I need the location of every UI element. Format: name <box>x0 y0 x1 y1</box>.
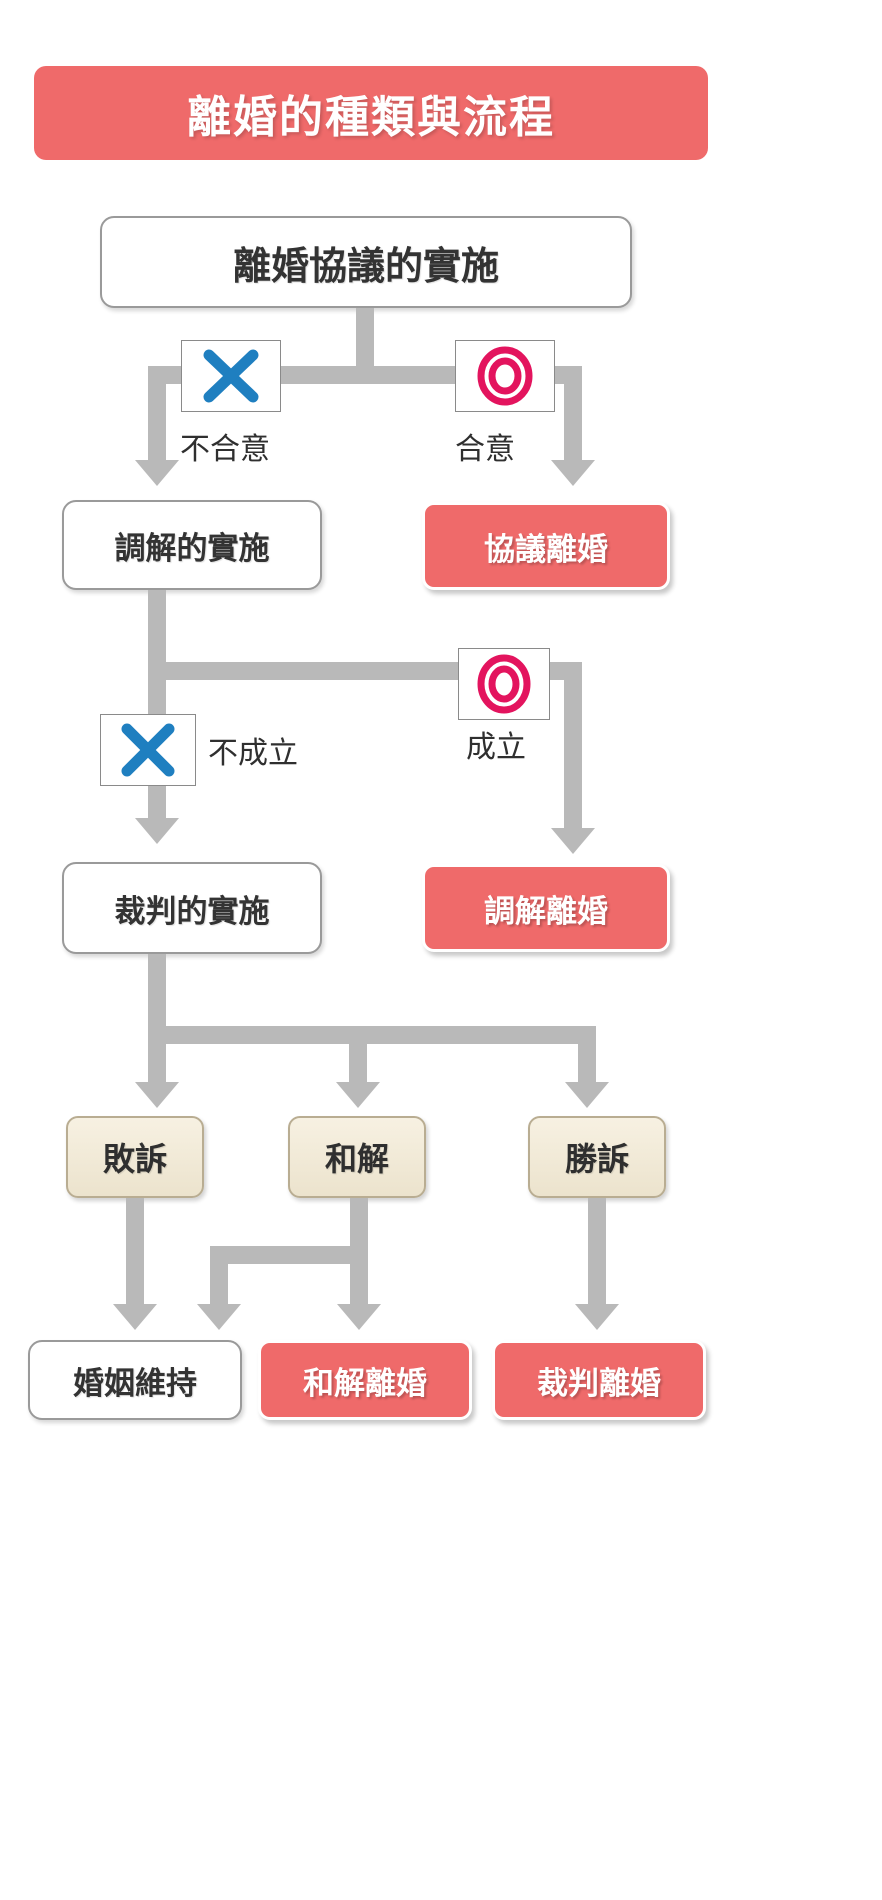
circle-icon-agree-box <box>455 340 555 412</box>
branch-label-disagree: 不合意 <box>180 433 270 466</box>
arrow-not-established <box>135 818 179 844</box>
double-circle-icon <box>477 346 533 406</box>
connector-verdict-lose-drop <box>148 1044 166 1084</box>
double-circle-icon <box>477 654 531 714</box>
verdict-settle-box[interactable]: 和解 <box>288 1116 426 1198</box>
circle-icon-established-box <box>458 648 550 720</box>
step-trial-box[interactable]: 裁判的實施 <box>62 862 322 954</box>
verdict-win-label: 勝訴 <box>564 1141 629 1177</box>
connector-settle-to-settlement-divorce <box>350 1264 368 1306</box>
verdict-lose-box[interactable]: 敗訴 <box>66 1116 204 1198</box>
connector-settle-elbow-across <box>210 1246 368 1264</box>
outcome-marriage-kept-box[interactable]: 婚姻維持 <box>28 1340 242 1420</box>
connector-win-to-judicial-divorce <box>588 1198 606 1306</box>
connector-verdict-settle-drop <box>349 1044 367 1084</box>
outcome-marriage-kept-label: 婚姻維持 <box>73 1365 197 1401</box>
page-title: 離婚的種類與流程 <box>187 93 555 142</box>
connector-established-drop <box>564 680 582 830</box>
connector-agree-drop <box>564 366 582 448</box>
arrow-established <box>551 828 595 854</box>
verdict-lose-label: 敗訴 <box>102 1141 167 1177</box>
branch-label-established: 成立 <box>466 731 526 764</box>
verdict-settle-label: 和解 <box>324 1141 389 1177</box>
arrow-marriage-kept-right <box>197 1304 241 1330</box>
connector-verdict-win-drop <box>578 1044 596 1084</box>
arrow-verdict-win <box>565 1082 609 1108</box>
outcome-judicial-divorce-label: 裁判離婚 <box>537 1365 661 1401</box>
arrow-verdict-lose <box>135 1082 179 1108</box>
connector-mediation-stem <box>148 590 166 675</box>
arrow-disagree <box>135 460 179 486</box>
connector-step1-stem <box>356 308 374 366</box>
cross-icon <box>203 349 259 403</box>
connector-disagree-drop <box>148 366 166 448</box>
connector-settle-elbow-down <box>350 1198 368 1246</box>
branch-label-not-established: 不成立 <box>208 737 298 770</box>
cross-icon-not-established-box <box>100 714 196 786</box>
connector-lose-to-marriage-kept <box>126 1198 144 1306</box>
result-agreement-divorce-label: 協議離婚 <box>484 531 608 567</box>
connector-settle-elbow-drop <box>210 1264 228 1306</box>
outcome-settlement-divorce-box[interactable]: 和解離婚 <box>258 1340 472 1420</box>
step-agreement-label: 離婚協議的實施 <box>232 245 499 288</box>
result-agreement-divorce-box[interactable]: 協議離婚 <box>422 502 670 590</box>
result-mediation-divorce-box[interactable]: 調解離婚 <box>422 864 670 952</box>
connector-agree-stem <box>564 448 582 462</box>
page-title-banner: 離婚的種類與流程 <box>34 66 708 160</box>
verdict-win-box[interactable]: 勝訴 <box>528 1116 666 1198</box>
connector-trial-horizontal <box>148 1026 596 1044</box>
arrow-marriage-kept-left <box>113 1304 157 1330</box>
step-mediation-label: 調解的實施 <box>114 530 270 566</box>
connector-trial-stem <box>148 954 166 1034</box>
step-trial-label: 裁判的實施 <box>114 893 270 929</box>
arrow-judicial-divorce <box>575 1304 619 1330</box>
step-agreement-box[interactable]: 離婚協議的實施 <box>100 216 632 308</box>
outcome-settlement-divorce-label: 和解離婚 <box>303 1365 427 1401</box>
cross-icon-disagree-box <box>181 340 281 412</box>
branch-label-agree: 合意 <box>455 433 515 466</box>
cross-icon <box>121 723 175 777</box>
arrow-settlement-divorce <box>337 1304 381 1330</box>
arrow-verdict-settle <box>336 1082 380 1108</box>
step-mediation-box[interactable]: 調解的實施 <box>62 500 322 590</box>
outcome-judicial-divorce-box[interactable]: 裁判離婚 <box>492 1340 706 1420</box>
arrow-agree <box>551 460 595 486</box>
result-mediation-divorce-label: 調解離婚 <box>484 893 608 929</box>
connector-disagree-stem <box>148 448 166 462</box>
